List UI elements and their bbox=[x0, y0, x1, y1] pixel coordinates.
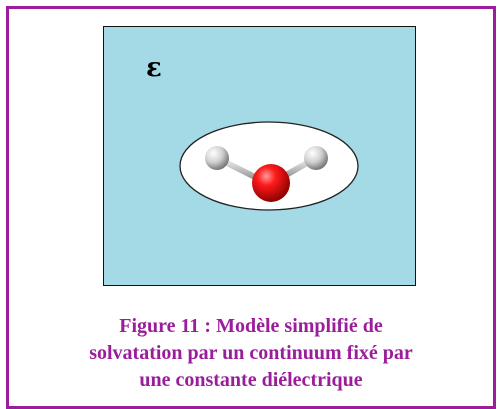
oxygen-atom bbox=[252, 164, 290, 202]
figure-frame: ε bbox=[6, 6, 496, 409]
caption-line-3: une constante diélectrique bbox=[139, 369, 363, 391]
caption-line-1: Figure 11 : Modèle simplifié de bbox=[119, 315, 383, 337]
hydrogen-atom-right bbox=[304, 146, 328, 170]
caption-line-2: solvatation par un continuum fixé par bbox=[89, 342, 413, 364]
figure-caption: Figure 11 : Modèle simplifié de solvatat… bbox=[9, 313, 493, 394]
solvent-cavity bbox=[179, 121, 359, 211]
hydrogen-atom-left bbox=[205, 146, 229, 170]
epsilon-symbol: ε bbox=[146, 53, 162, 83]
dielectric-continuum: ε bbox=[103, 26, 416, 286]
